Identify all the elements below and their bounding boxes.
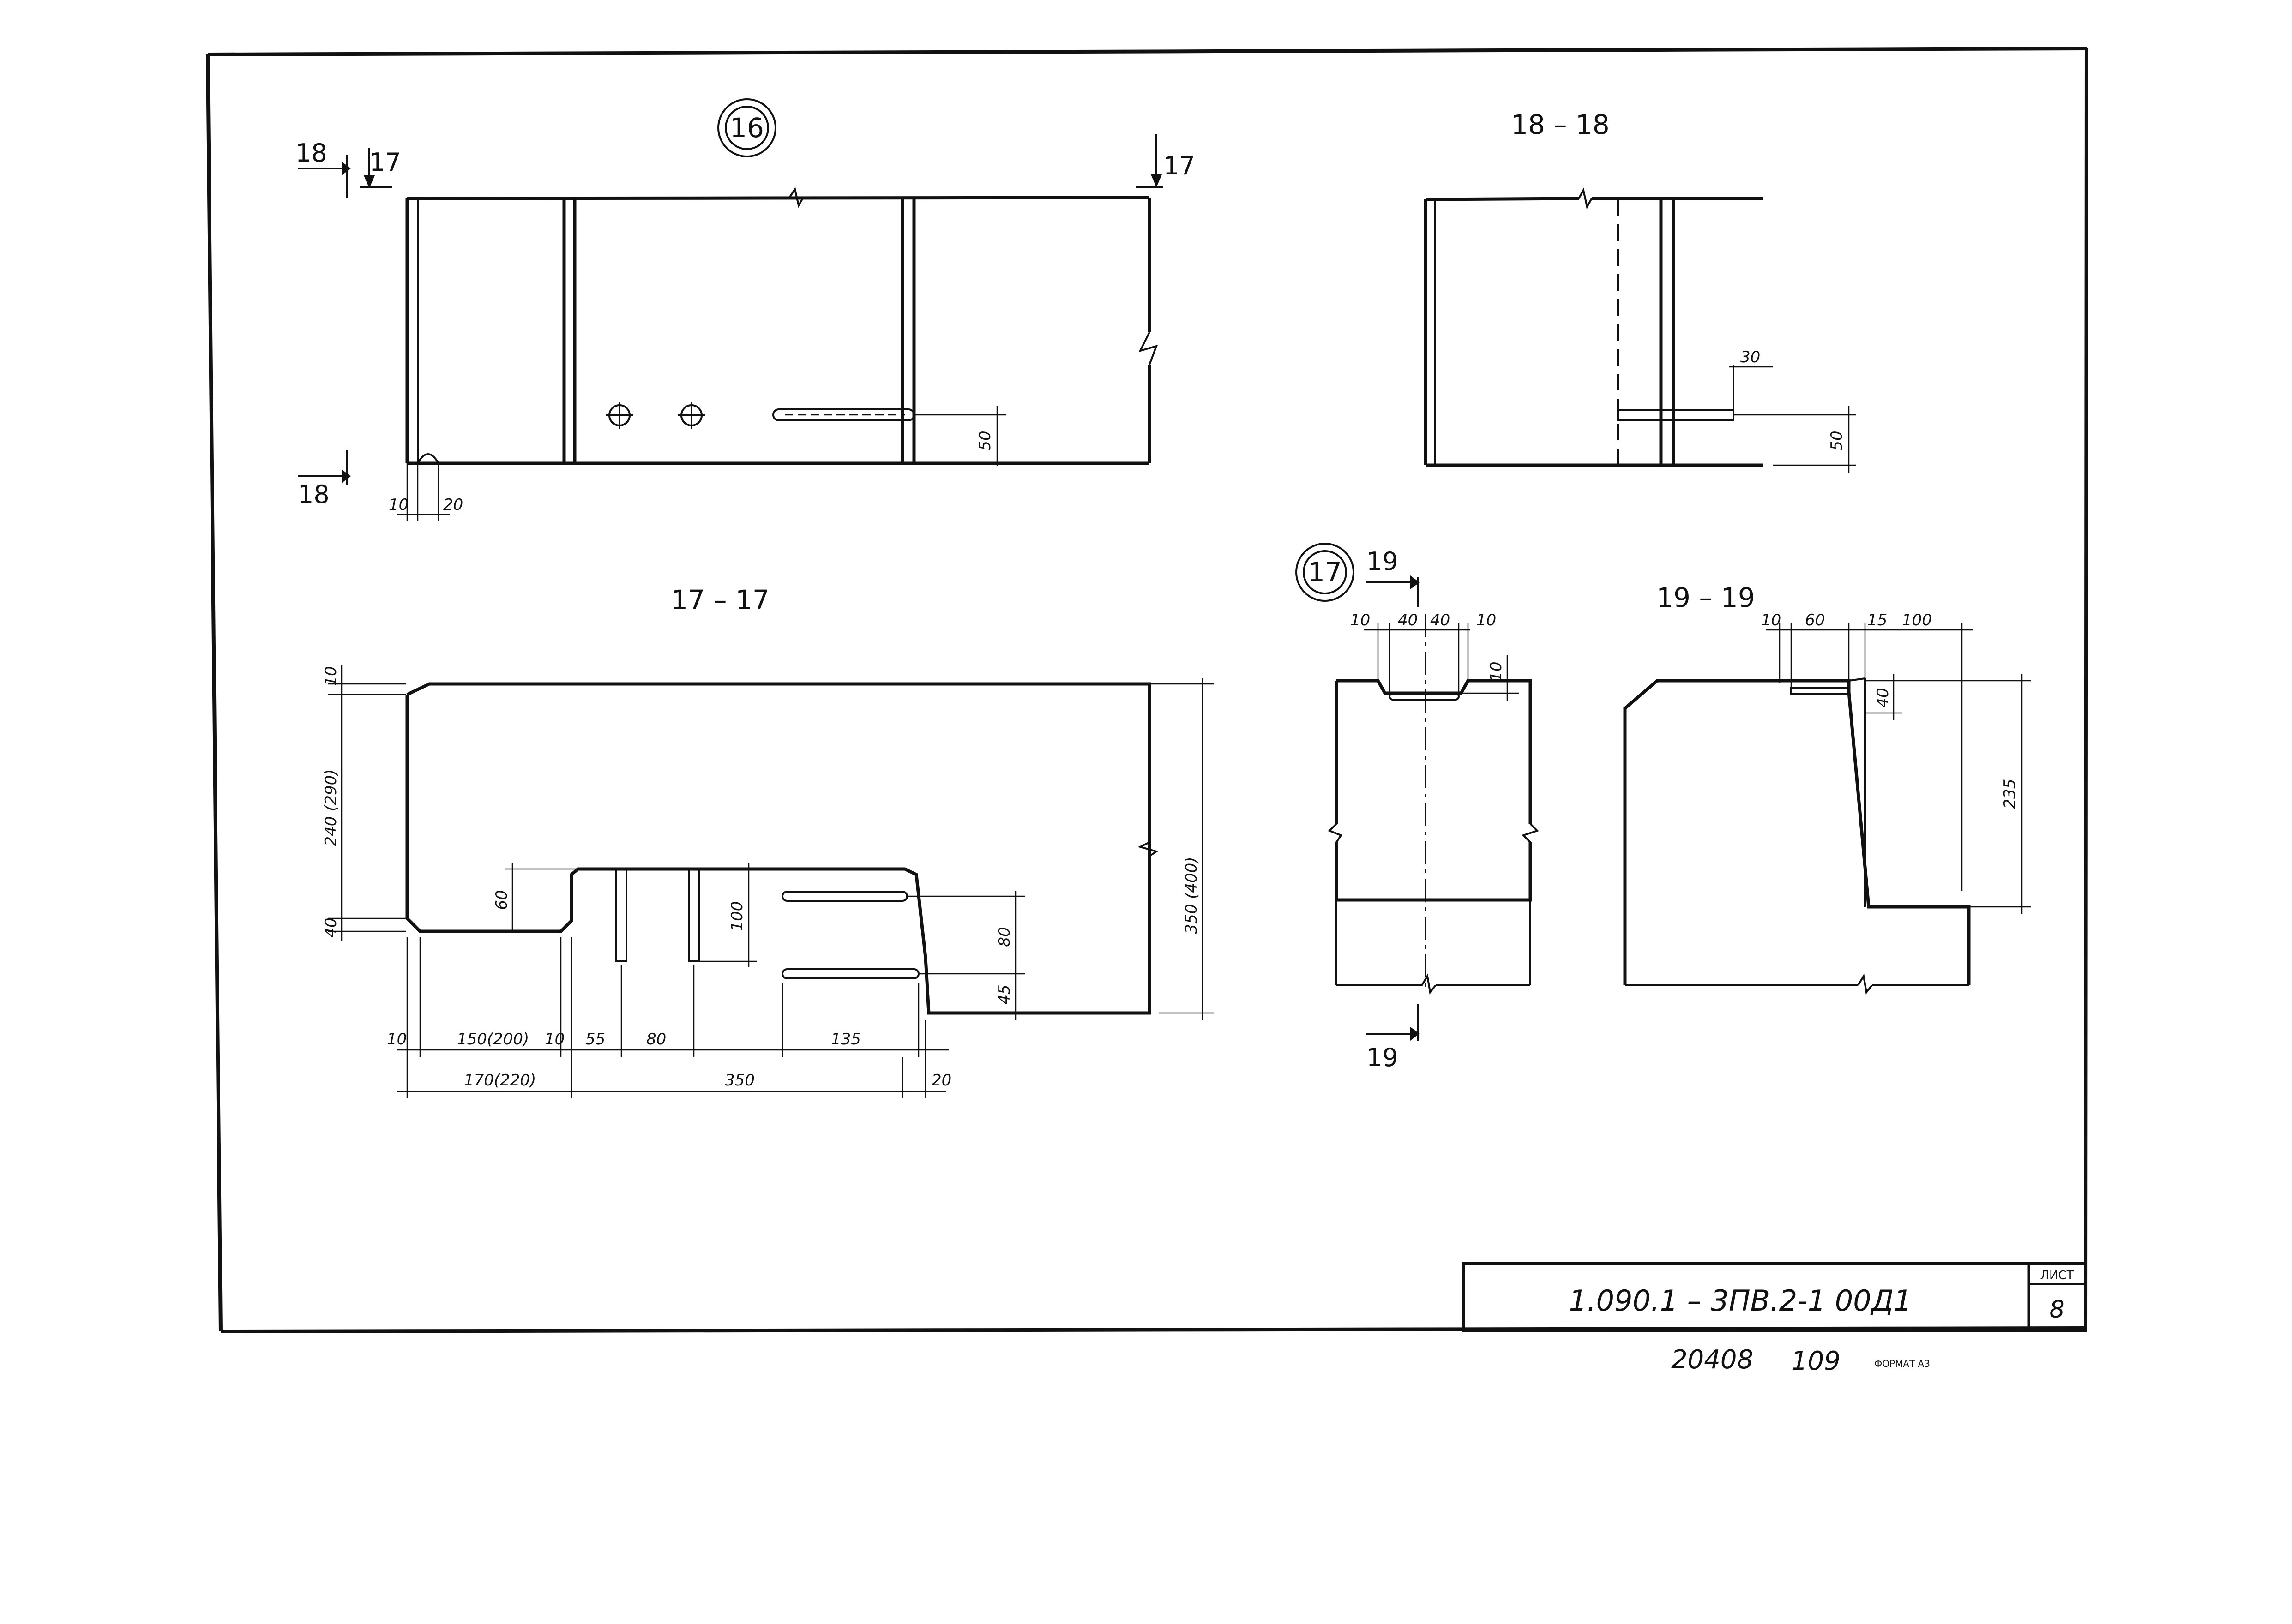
view-17-dim-45: 45 [995,984,1014,1004]
view-17-dim-100: 100 [728,901,746,931]
view-19-dim-100: 100 [1902,611,1932,629]
view-17-17: 17 – 17 10 240 (290) 40 60 100 80 45 350… [322,584,1214,1098]
view-19-dim-40: 40 [1874,688,1892,707]
view-17-bottom-dim-350: 350 [725,1071,755,1090]
view-17-dim-240: 240 (290) [322,769,340,846]
footer-number: 109 [1791,1346,1841,1376]
view-16-cut-17-right: 17 [1163,151,1195,180]
title-block: 1.090.1 – 3ПВ.2-1 00Д1 ЛИСТ 8 [1462,1262,2087,1332]
view-17-dim-350-vert: 350 (400) [1182,857,1201,934]
view-16-cut-17-left: 17 [369,148,401,177]
view-17-dim-40: 40 [322,917,340,937]
view-17-detail-dim-40-b: 40 [1430,611,1450,629]
sheet-frame [206,47,2088,1333]
view-19-dim-10: 10 [1761,611,1781,629]
view-17-cut-19-bottom: 19 [1366,1043,1398,1072]
view-16-dim-10: 10 [389,496,409,514]
view-16-dim-50: 50 [976,431,994,450]
view-17-detail-dim-10-b: 10 [1476,611,1496,629]
view-16-marker-outer [717,98,776,157]
view-16: 16 50 10 20 18 [295,98,1195,521]
view-17-bottom-dim-10-b: 10 [545,1030,565,1049]
view-19-dim-15: 15 [1867,611,1887,629]
view-18-18: 18 – 18 30 50 [1424,109,1856,473]
view-17-bottom-dim-10-a: 10 [387,1030,407,1049]
view-17-detail-dim-10-right: 10 [1487,661,1505,681]
view-17-dim-60: 60 [493,890,511,910]
view-17-detail: 17 19 10 40 40 10 10 19 [1295,543,1539,1072]
view-19-19: 19 – 19 10 60 15 100 40 235 [1623,582,2031,995]
sheet-label: ЛИСТ [2040,1269,2074,1282]
view-18-title: 18 – 18 [1511,109,1609,140]
view-19-dim-60: 60 [1805,611,1825,629]
view-17-bottom-dim-170: 170(220) [464,1071,536,1090]
drawing-code: 1.090.1 – 3ПВ.2-1 00Д1 [1569,1284,1912,1318]
view-17-bottom-dim-80: 80 [646,1030,666,1049]
view-17-dim-10: 10 [322,666,340,686]
view-17-title: 17 – 17 [671,584,769,616]
view-16-marker-label: 16 [730,112,764,144]
view-17-cut-19-top: 19 [1366,547,1398,576]
view-16-marker-inner [725,106,769,150]
archive-number: 20408 [1671,1345,1753,1375]
view-17-bottom-dim-55: 55 [585,1030,605,1049]
view-17-dim-80-vert: 80 [995,927,1014,947]
view-17-detail-dim-10-a: 10 [1350,611,1370,629]
paper-format: ФОРМАТ А3 [1874,1358,1930,1369]
view-18-dim-30: 30 [1740,348,1760,366]
footer: 20408 109 ФОРМАТ А3 [1671,1345,1930,1376]
view-17-bottom-dim-135: 135 [831,1030,861,1049]
view-16-dim-20: 20 [443,496,463,514]
view-17-marker-inner [1303,550,1347,594]
view-17-marker-outer [1295,543,1354,602]
view-18-dim-50: 50 [1828,431,1846,450]
view-17-marker-label: 17 [1308,557,1342,588]
view-19-dim-235: 235 [2001,779,2019,809]
view-19-title: 19 – 19 [1656,582,1755,613]
view-17-detail-dim-40-a: 40 [1398,611,1418,629]
view-17-bottom-dim-150: 150(200) [457,1030,529,1049]
sheet-number: 8 [2049,1296,2064,1324]
view-16-cut-18-top: 18 [295,138,327,168]
view-17-bottom-dim-20: 20 [932,1071,951,1090]
view-16-cut-18-bottom: 18 [298,480,330,509]
